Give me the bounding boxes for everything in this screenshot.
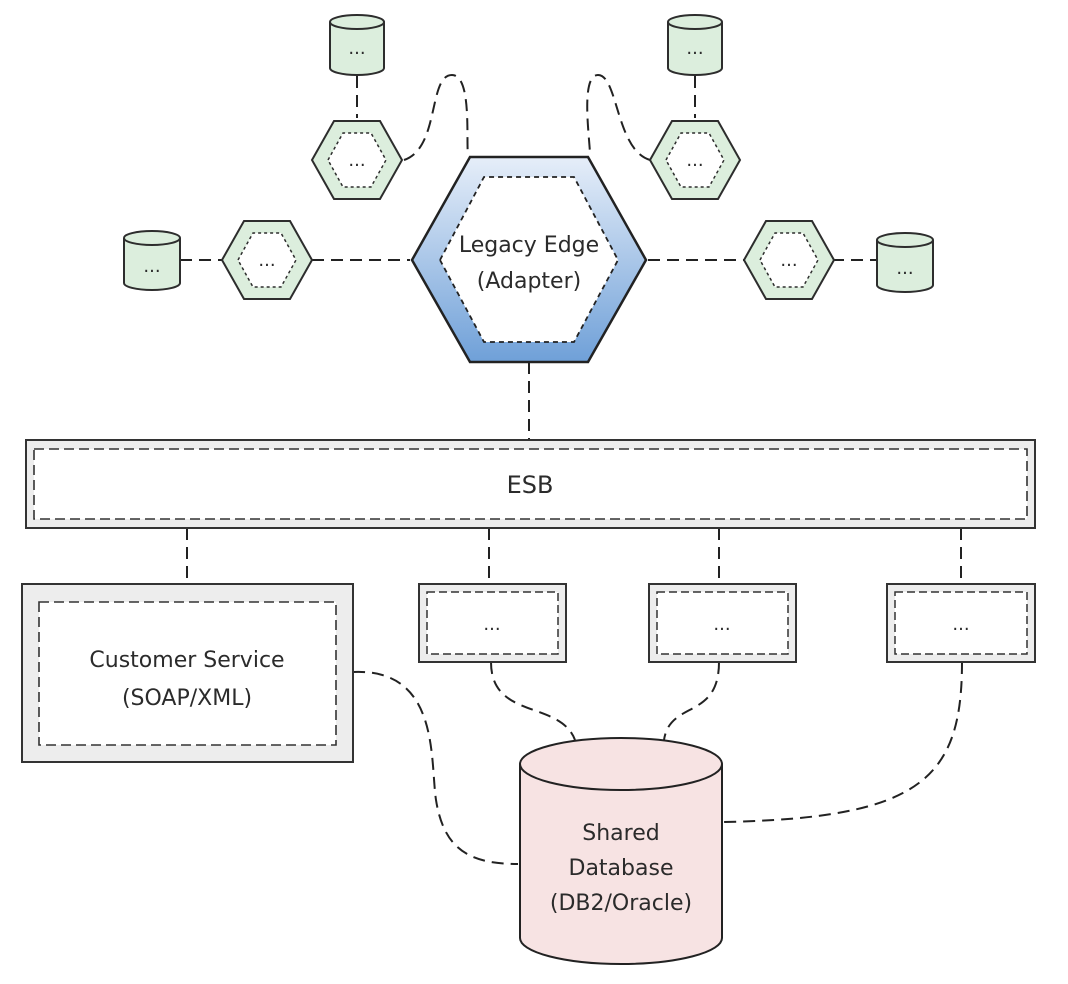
db-top: [876, 232, 934, 248]
service-box-2: ...: [648, 583, 797, 663]
satellite-top-left: ...: [310, 120, 404, 200]
service-label: ...: [713, 614, 730, 635]
satellite-db-right: ...: [876, 232, 934, 293]
satellite-db-top-left: ...: [329, 14, 385, 76]
service-inner: [656, 591, 789, 655]
connector-service-3-db: [723, 661, 963, 823]
service-label: ...: [952, 614, 969, 635]
db-body: [329, 22, 385, 76]
shared-db-label-line1: Shared: [582, 821, 659, 846]
satellite-right: ...: [742, 220, 836, 300]
db-label: ...: [686, 38, 703, 59]
satellite-db-top-right: ...: [667, 14, 723, 76]
service-inner: [894, 591, 1028, 655]
customer-service-label-line2: (SOAP/XML): [122, 686, 252, 711]
connector-tl-hex-adapter: [403, 73, 469, 161]
adapter-label-line2: (Adapter): [477, 269, 581, 294]
db-top: [667, 14, 723, 30]
connector-service-1-db: [490, 661, 576, 741]
customer-service-inner: [38, 601, 337, 746]
customer-service-box: Customer Service (SOAP/XML): [21, 583, 354, 763]
esb-label: ESB: [507, 471, 554, 499]
shared-database: Shared Database (DB2/Oracle): [519, 737, 723, 965]
db-top: [123, 230, 181, 246]
satellite-hex-inner: [237, 232, 297, 288]
db-label: ...: [896, 258, 913, 279]
db-body: [876, 240, 934, 293]
connectors: [180, 73, 963, 865]
db-top: [329, 14, 385, 30]
satellite-hex-inner: [759, 232, 819, 288]
service-box-1: ...: [418, 583, 567, 663]
db-body: [123, 238, 181, 291]
satellite-hex-inner: [327, 132, 387, 188]
connector-tr-hex-adapter: [586, 73, 651, 161]
service-box-3: ...: [886, 583, 1036, 663]
db-label: ...: [348, 38, 365, 59]
satellite-hex-inner: [665, 132, 725, 188]
connector-service-2-db: [663, 661, 720, 741]
esb-bar: ESB: [25, 439, 1036, 529]
service-inner: [426, 591, 559, 655]
satellite-top-right: ...: [648, 120, 742, 200]
satellite-hex-label: ...: [348, 150, 365, 171]
shared-db-label-line2: Database: [569, 856, 674, 881]
satellite-left: ...: [220, 220, 314, 300]
db-body: [667, 22, 723, 76]
satellite-hex-label: ...: [780, 250, 797, 271]
db-label: ...: [143, 256, 160, 277]
esb-inner: [33, 448, 1028, 520]
satellite-db-left: ...: [123, 230, 181, 291]
satellite-hex-label: ...: [686, 150, 703, 171]
customer-service-label-line1: Customer Service: [89, 648, 284, 673]
adapter-inner-hexagon: [438, 176, 620, 343]
connector-customer-db: [352, 670, 519, 865]
adapter-label-line1: Legacy Edge: [459, 233, 599, 258]
service-label: ...: [483, 614, 500, 635]
shared-db-body: [519, 764, 723, 965]
legacy-edge-adapter: Legacy Edge (Adapter): [410, 155, 648, 364]
shared-db-label-line3: (DB2/Oracle): [550, 891, 692, 916]
satellite-hex-label: ...: [258, 250, 275, 271]
shared-db-top: [519, 737, 723, 791]
